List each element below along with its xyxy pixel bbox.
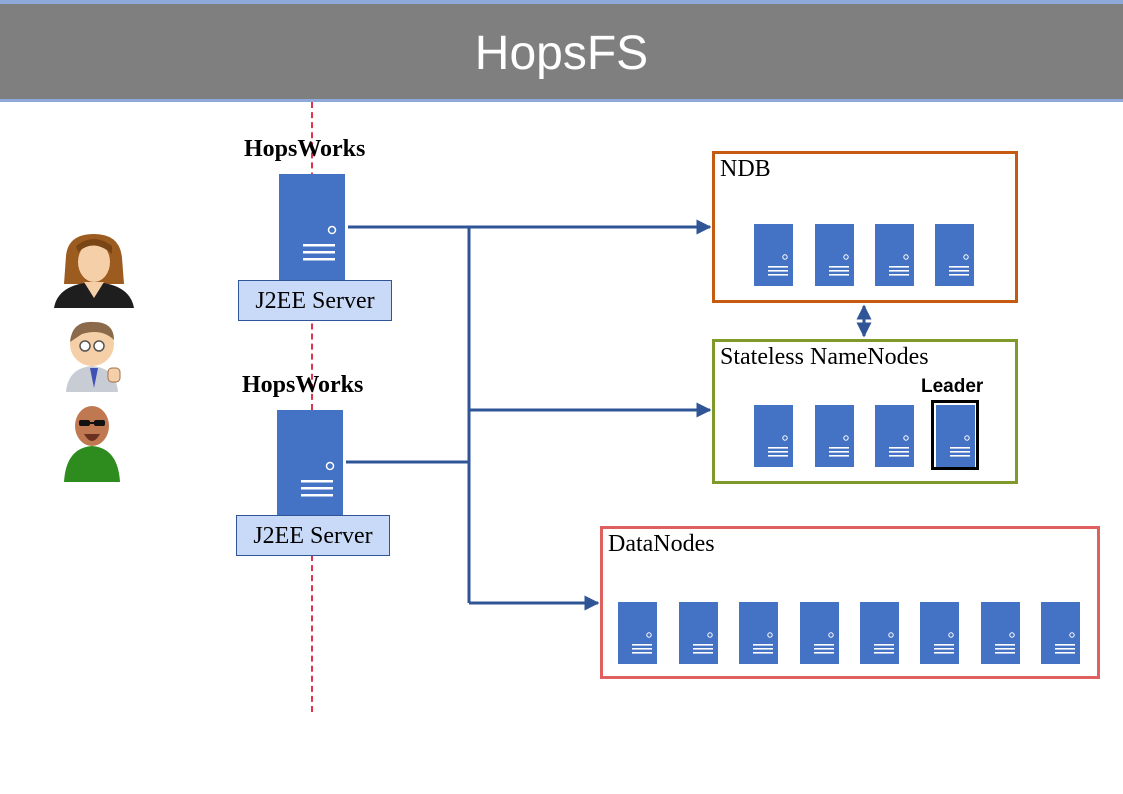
datanodes-box: DataNodes <box>600 526 1100 679</box>
ndb-title: NDB <box>720 156 771 182</box>
ndb-box: NDB <box>712 151 1018 303</box>
datanode-server <box>981 602 1020 664</box>
j2ee-server-label-1: J2EE Server <box>238 280 392 321</box>
server-icon <box>301 461 335 497</box>
leader-frame <box>931 400 979 470</box>
j2ee-server-label-2: J2EE Server <box>236 515 390 556</box>
datanode-server <box>860 602 899 664</box>
namenode-server <box>815 405 854 467</box>
datanodes-title: DataNodes <box>608 531 715 557</box>
title-bar: HopsFS <box>0 0 1123 102</box>
sunglasses-user-icon <box>64 406 120 482</box>
woman-user-icon <box>54 234 134 308</box>
hopsworks-server-1 <box>279 174 345 280</box>
ndb-server <box>875 224 914 286</box>
datanode-server <box>679 602 718 664</box>
boundary-dashed-line <box>311 102 313 712</box>
ndb-server <box>815 224 854 286</box>
datanode-server <box>739 602 778 664</box>
namenode-server <box>875 405 914 467</box>
namenode-server <box>754 405 793 467</box>
thumbs-up-user-icon <box>66 321 121 392</box>
hopsworks-server-2 <box>277 410 343 516</box>
datanode-server <box>1041 602 1080 664</box>
hopsworks-label-1: HopsWorks <box>244 136 366 162</box>
datanode-server <box>800 602 839 664</box>
namenodes-title: Stateless NameNodes <box>720 344 929 370</box>
ndb-server <box>754 224 793 286</box>
leader-namenode-server <box>936 405 975 467</box>
ndb-server <box>935 224 974 286</box>
datanode-server <box>920 602 959 664</box>
server-icon <box>303 225 337 261</box>
page-title: HopsFS <box>474 27 649 80</box>
hopsworks-label-2: HopsWorks <box>242 372 364 398</box>
datanode-server <box>618 602 657 664</box>
leader-label: Leader <box>921 376 984 397</box>
namenodes-box: Stateless NameNodes <box>712 339 1018 484</box>
